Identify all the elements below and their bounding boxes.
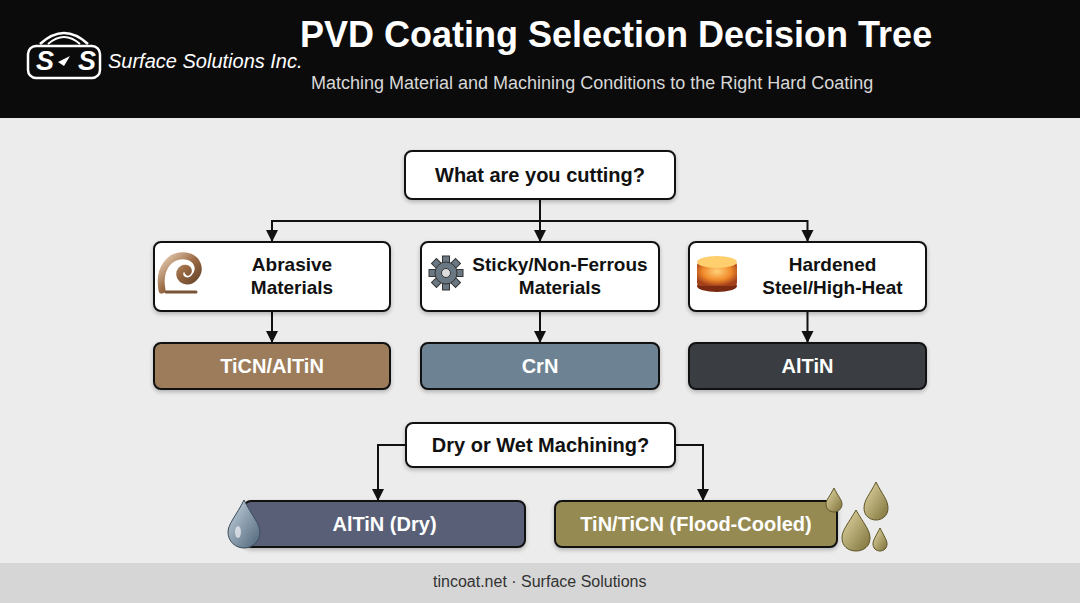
- coating-box: TiN/TiCN (Flood-Cooled): [554, 500, 838, 548]
- connector: [807, 312, 809, 342]
- hot-puck-icon: [697, 256, 737, 292]
- connector: [272, 200, 540, 241]
- node-text: What are you cutting?: [435, 163, 645, 187]
- category-box: Abrasive Materials: [153, 241, 391, 312]
- question-box: Dry or Wet Machining?: [405, 422, 676, 468]
- node-text: TiCN/AlTiN: [220, 354, 324, 378]
- node-text: Abrasive Materials: [232, 254, 352, 300]
- node-text: TiN/TiCN (Flood-Cooled): [580, 512, 811, 536]
- category-box: Hardened Steel/High-Heat: [688, 241, 927, 312]
- logo-letter: S: [78, 46, 96, 77]
- node-text: AlTiN (Dry): [332, 512, 436, 536]
- coating-box: AlTiN (Dry): [243, 500, 526, 548]
- water-droplet: [228, 500, 260, 548]
- node-text: Sticky/Non-Ferrous Materials: [470, 254, 650, 300]
- connector: [539, 312, 541, 342]
- connector: [676, 445, 703, 500]
- question-box: What are you cutting?: [404, 150, 676, 200]
- coating-box: CrN: [420, 342, 660, 390]
- node-text: AlTiN: [782, 354, 834, 378]
- company-name: Surface Solutions Inc.: [108, 50, 303, 73]
- coating-box: TiCN/AlTiN: [153, 342, 391, 390]
- subtitle: Matching Material and Machining Conditio…: [311, 73, 873, 94]
- chip-icon: [161, 256, 198, 292]
- node-text: CrN: [522, 354, 559, 378]
- gear-icon: [429, 256, 463, 290]
- node-text: Dry or Wet Machining?: [432, 433, 649, 457]
- coolant-droplets: [826, 482, 888, 551]
- connector: [378, 445, 405, 500]
- diagram-title: PVD Coating Selection Decision Tree: [300, 14, 932, 56]
- logo-letter: S: [36, 46, 54, 77]
- node-text: Hardened Steel/High-Heat: [753, 254, 913, 300]
- connector: [540, 200, 808, 241]
- category-box: Sticky/Non-Ferrous Materials: [420, 241, 660, 312]
- footer-text: tincoat.net · Surface Solutions: [433, 573, 646, 591]
- connector: [271, 312, 273, 342]
- coating-box: AlTiN: [688, 342, 927, 390]
